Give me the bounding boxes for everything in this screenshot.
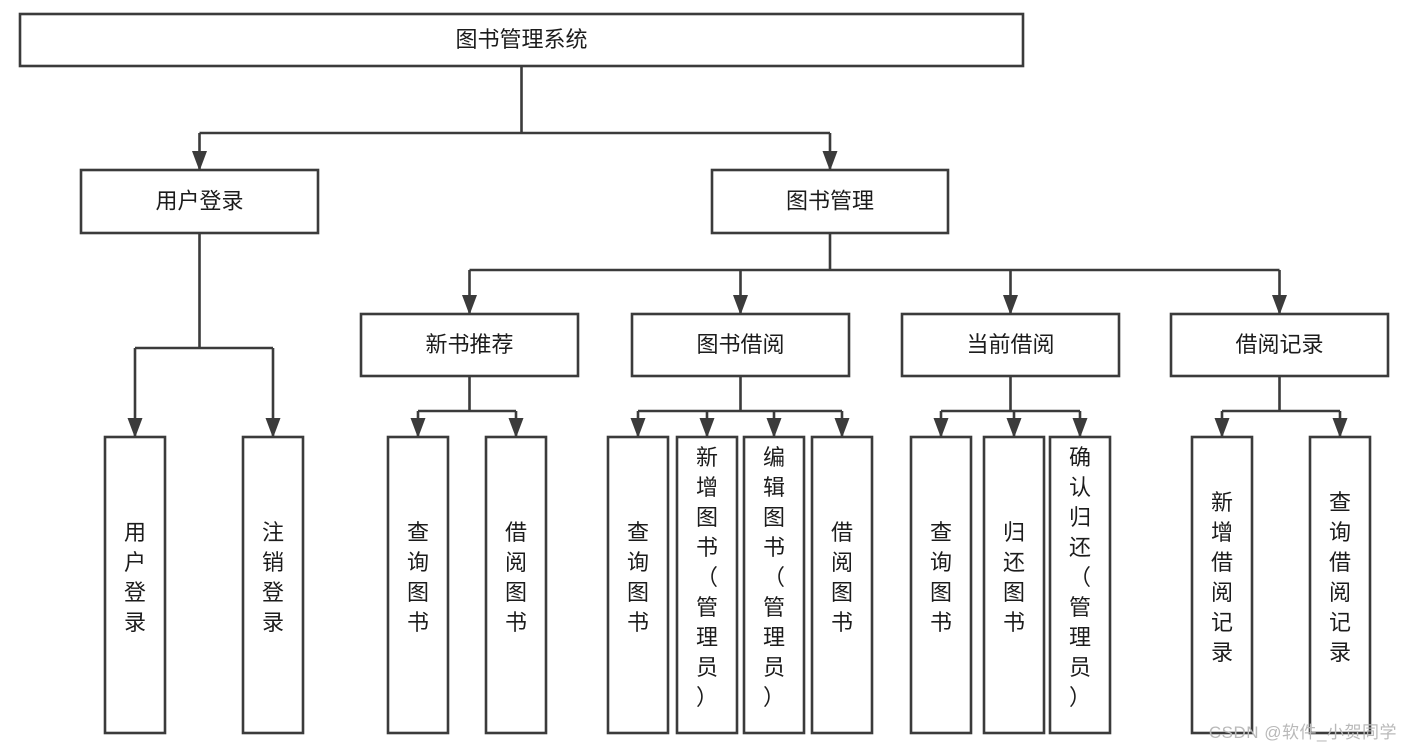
node-user-login-label: 用户登录 [155, 188, 243, 213]
node-leaf-query-book-1-label: 查询图书 [407, 520, 429, 635]
node-leaf-user-login[interactable]: 用户登录 [103, 435, 167, 735]
arrow-head-icon [508, 418, 524, 438]
node-leaf-add-record-box [1190, 435, 1254, 735]
node-borrow-record[interactable]: 借阅记录 [1169, 312, 1390, 378]
node-layer: 图书管理系统用户登录图书管理新书推荐图书借阅当前借阅借阅记录用户登录注销登录查询… [18, 12, 1390, 735]
node-leaf-user-login-label: 用户登录 [124, 520, 146, 635]
arrow-head-icon [265, 418, 281, 438]
node-leaf-borrow-book-1-label: 借阅图书 [505, 520, 527, 635]
node-new-book-rec-box [359, 312, 580, 378]
arrow-head-icon [1214, 418, 1230, 438]
arrow-head-icon [462, 295, 477, 315]
node-leaf-add-book-label: 新增图书（管理员） [696, 445, 718, 710]
arrow-head-icon [1072, 418, 1088, 438]
node-leaf-borrow-book-2[interactable]: 借阅图书 [810, 435, 874, 735]
node-leaf-query-book-2[interactable]: 查询图书 [606, 435, 670, 735]
node-borrow-record-label: 借阅记录 [1235, 332, 1323, 357]
arrow-head-icon [933, 418, 949, 438]
node-leaf-user-login-box [103, 435, 167, 735]
node-leaf-add-book-box [675, 435, 739, 735]
node-leaf-user-logout[interactable]: 注销登录 [241, 435, 305, 735]
node-book-manage-box [710, 168, 950, 235]
node-leaf-query-book-2-label: 查询图书 [627, 520, 649, 635]
node-current-borrow[interactable]: 当前借阅 [900, 312, 1121, 378]
node-leaf-edit-book-box [742, 435, 806, 735]
node-leaf-borrow-book-2-label: 借阅图书 [831, 520, 853, 635]
node-leaf-return-book-label: 归还图书 [1003, 520, 1025, 635]
node-leaf-borrow-book-2-box [810, 435, 874, 735]
node-leaf-borrow-book-1-box [484, 435, 548, 735]
node-leaf-query-book-1[interactable]: 查询图书 [386, 435, 450, 735]
node-leaf-confirm-return-label: 确认归还（管理员） [1069, 445, 1091, 710]
node-leaf-borrow-book-1[interactable]: 借阅图书 [484, 435, 548, 735]
node-leaf-user-logout-label: 注销登录 [262, 520, 284, 635]
node-new-book-rec-label: 新书推荐 [425, 332, 513, 357]
arrow-head-icon [192, 151, 207, 171]
node-leaf-query-record-label: 查询借阅记录 [1329, 490, 1351, 665]
node-leaf-query-book-2-box [606, 435, 670, 735]
arrow-head-icon [834, 418, 850, 438]
node-leaf-edit-book-label: 编辑图书（管理员） [763, 445, 785, 710]
node-leaf-query-book-3[interactable]: 查询图书 [909, 435, 973, 735]
arrow-head-icon [822, 151, 838, 171]
arrow-head-icon [127, 418, 143, 438]
arrow-head-icon [1003, 295, 1018, 315]
node-borrow-record-box [1169, 312, 1390, 378]
node-leaf-query-book-3-box [909, 435, 973, 735]
connector-layer [127, 66, 1348, 438]
arrow-head-icon [1332, 418, 1348, 438]
node-leaf-confirm-return-box [1048, 435, 1112, 735]
node-leaf-edit-book[interactable]: 编辑图书（管理员） [742, 435, 806, 735]
node-leaf-query-record[interactable]: 查询借阅记录 [1308, 435, 1372, 735]
node-leaf-query-book-1-box [386, 435, 450, 735]
node-leaf-return-book-box [982, 435, 1046, 735]
node-book-manage-label: 图书管理 [786, 188, 874, 213]
arrow-head-icon [630, 418, 646, 438]
arrow-head-icon [1272, 295, 1287, 315]
node-book-borrow-box [630, 312, 851, 378]
node-leaf-confirm-return[interactable]: 确认归还（管理员） [1048, 435, 1112, 735]
arrow-head-icon [410, 418, 426, 438]
node-leaf-user-logout-box [241, 435, 305, 735]
node-leaf-query-book-3-label: 查询图书 [930, 520, 952, 635]
node-current-borrow-box [900, 312, 1121, 378]
node-book-manage[interactable]: 图书管理 [710, 168, 950, 235]
node-leaf-add-record-label: 新增借阅记录 [1211, 490, 1233, 665]
node-user-login[interactable]: 用户登录 [79, 168, 320, 235]
node-system-title-box [18, 12, 1025, 68]
arrow-head-icon [733, 295, 748, 315]
node-leaf-add-record[interactable]: 新增借阅记录 [1190, 435, 1254, 735]
node-leaf-add-book[interactable]: 新增图书（管理员） [675, 435, 739, 735]
node-leaf-query-record-box [1308, 435, 1372, 735]
node-new-book-rec[interactable]: 新书推荐 [359, 312, 580, 378]
node-leaf-return-book[interactable]: 归还图书 [982, 435, 1046, 735]
arrow-head-icon [1006, 418, 1022, 438]
node-current-borrow-label: 当前借阅 [966, 332, 1054, 357]
node-system-title-label: 图书管理系统 [455, 27, 587, 52]
node-system-title[interactable]: 图书管理系统 [18, 12, 1025, 68]
node-user-login-box [79, 168, 320, 235]
arrow-head-icon [699, 418, 715, 438]
node-book-borrow-label: 图书借阅 [696, 332, 784, 357]
arrow-head-icon [766, 418, 782, 438]
node-book-borrow[interactable]: 图书借阅 [630, 312, 851, 378]
